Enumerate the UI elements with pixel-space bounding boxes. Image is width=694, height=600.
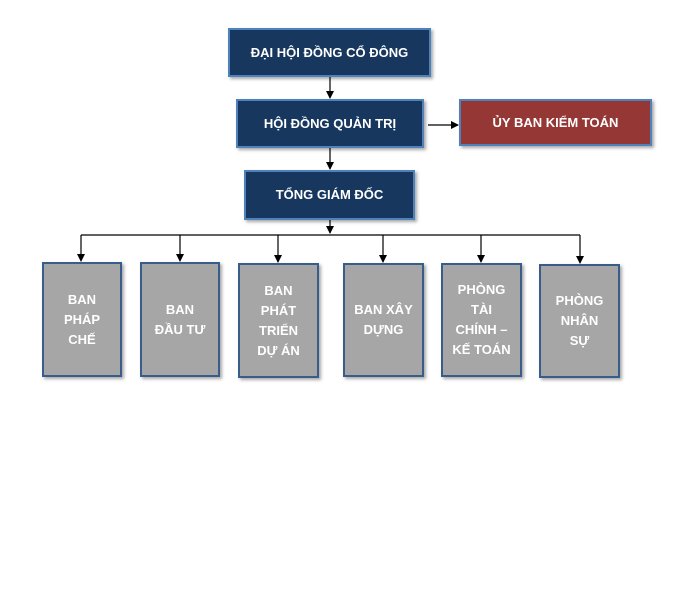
node-board-of-directors-label: HỘI ĐỒNG QUẢN TRỊ [263, 115, 397, 131]
node-dept-legal: BAN PHÁP CHẾ [42, 262, 122, 377]
node-dept-construction-label: BAN XÂY DỰNG [354, 302, 413, 337]
node-shareholders-meeting: ĐẠI HỘI ĐỒNG CỔ ĐÔNG [228, 28, 431, 77]
node-dept-investment: BAN ĐẦU TƯ [140, 262, 220, 377]
node-dept-investment-label: BAN ĐẦU TƯ [154, 301, 206, 337]
node-dept-human-resources-label: PHÒNG NHÂN SỰ [555, 293, 604, 348]
node-dept-finance-accounting: PHÒNG TÀI CHÍNH – KẾ TOÁN [441, 263, 522, 377]
node-dept-legal-label: BAN PHÁP CHẾ [63, 291, 101, 347]
node-ceo-label: TỔNG GIÁM ĐỐC [275, 187, 384, 202]
node-dept-project-development: BAN PHÁT TRIỂN DỰ ÁN [238, 263, 319, 378]
node-audit-committee-label: ỦY BAN KIỂM TOÁN [492, 114, 619, 130]
node-dept-construction: BAN XÂY DỰNG [343, 263, 424, 377]
node-ceo: TỔNG GIÁM ĐỐC [244, 170, 415, 220]
node-shareholders-meeting-label: ĐẠI HỘI ĐỒNG CỔ ĐÔNG [250, 44, 409, 60]
node-board-of-directors: HỘI ĐỒNG QUẢN TRỊ [236, 99, 424, 148]
node-dept-finance-accounting-label: PHÒNG TÀI CHÍNH – KẾ TOÁN [452, 282, 511, 357]
node-dept-human-resources: PHÒNG NHÂN SỰ [539, 264, 620, 378]
node-dept-project-development-label: BAN PHÁT TRIỂN DỰ ÁN [257, 282, 300, 358]
node-audit-committee: ỦY BAN KIỂM TOÁN [459, 99, 652, 146]
